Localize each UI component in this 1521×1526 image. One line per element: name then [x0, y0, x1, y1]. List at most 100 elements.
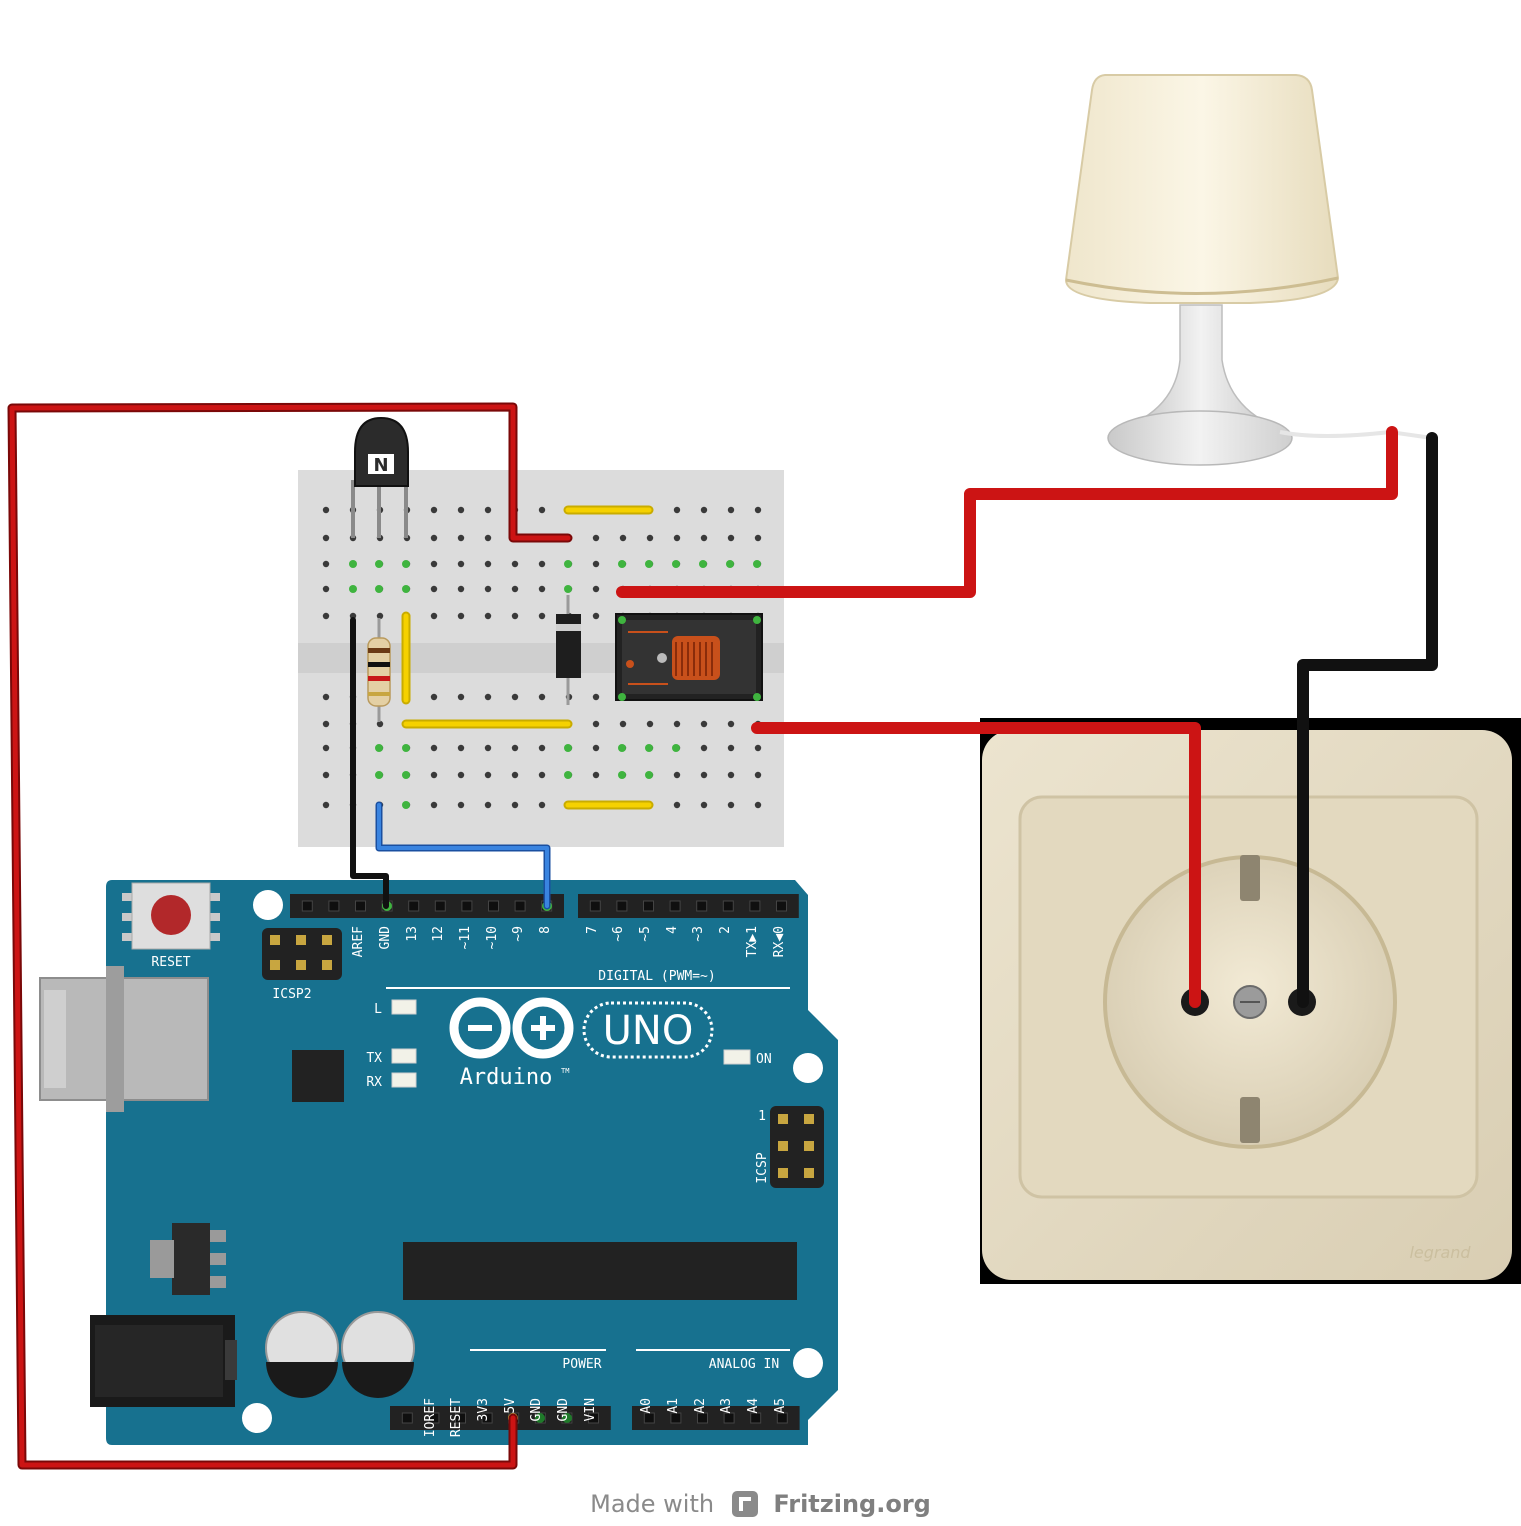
breadboard-hole [592, 585, 600, 593]
pin-label: RESET [449, 1398, 464, 1437]
breadboard-hole [538, 693, 546, 701]
connected-holes [349, 560, 761, 809]
breadboard-hole [457, 612, 465, 620]
wall-socket: legrand [980, 718, 1521, 1284]
atmega-chip [403, 1242, 797, 1300]
icsp-pin1-label: 1 [758, 1109, 766, 1124]
header-pin [401, 1412, 413, 1424]
breadboard-hole [457, 771, 465, 779]
breadboard-hole [538, 771, 546, 779]
led-rx [391, 1072, 417, 1088]
pin-label: ~5 [638, 926, 653, 942]
icsp-header [770, 1106, 824, 1188]
header-pin [355, 900, 366, 912]
pin-label: 2 [718, 926, 733, 934]
breadboard-hole [457, 801, 465, 809]
breadboard-hole [457, 585, 465, 593]
breadboard-hole [619, 720, 627, 728]
lamp-shade [1064, 74, 1340, 304]
header-pin [434, 900, 446, 912]
breadboard-hole [484, 612, 492, 620]
breadboard-hole [457, 744, 465, 752]
breadboard-hole [511, 612, 519, 620]
breadboard-hole [430, 801, 438, 809]
breadboard-hole [754, 506, 762, 514]
pin-label: A2 [693, 1398, 708, 1414]
led-on-label: ON [756, 1052, 772, 1067]
pin-label: A5 [773, 1398, 788, 1414]
breadboard-hole [322, 693, 330, 701]
icsp2-label: ICSP2 [272, 987, 311, 1002]
breadboard-hole [727, 744, 735, 752]
breadboard-hole [430, 693, 438, 701]
breadboard-hole [484, 801, 492, 809]
footer-prefix: Made with [590, 1490, 715, 1518]
pin-label: 12 [431, 926, 446, 942]
header-pin [616, 900, 628, 912]
wire-black-lamp-socket [1297, 432, 1438, 1008]
icsp-label: ICSP [755, 1152, 770, 1183]
header-pin [723, 1412, 735, 1424]
breadboard-hole [430, 534, 438, 542]
reset-button[interactable] [122, 882, 220, 950]
header-pin [670, 1412, 682, 1424]
pin-label: RX◀0 [772, 926, 787, 957]
breadboard-hole [700, 534, 708, 542]
breadboard-hole [700, 771, 708, 779]
header-pin [328, 900, 340, 912]
breadboard-hole [322, 744, 330, 752]
header-pin [722, 900, 734, 912]
pin-gnd-2 [562, 1413, 572, 1423]
breadboard-hole [484, 771, 492, 779]
breadboard-hole [457, 506, 465, 514]
digital-label: DIGITAL (PWM=~) [598, 969, 715, 984]
header-pin [428, 1412, 440, 1424]
pin-label: ~10 [485, 926, 500, 949]
header-pin [643, 900, 654, 912]
breadboard-hole [538, 744, 546, 752]
pin-gnd-1 [535, 1413, 545, 1423]
board-pcb [106, 880, 838, 1445]
led-l [391, 999, 417, 1015]
breadboard-hole [592, 560, 600, 568]
footer-brand: Fritzing.org [773, 1490, 931, 1518]
svg-text:N: N [373, 455, 388, 476]
header-pin [750, 1412, 762, 1424]
breadboard-hole [592, 612, 600, 620]
breadboard-hole [538, 801, 546, 809]
analog-header [632, 1406, 800, 1430]
pin-label: 5V [503, 1398, 518, 1414]
breadboard-hole [646, 720, 654, 728]
pin-label: A1 [666, 1398, 681, 1414]
pin-label: 3V3 [476, 1398, 491, 1421]
breadboard-hole [484, 534, 492, 542]
header-pin [749, 900, 761, 912]
header-pin [481, 1412, 493, 1424]
pin-label: GND [556, 1398, 571, 1422]
lamp-cord [1279, 429, 1433, 440]
breadboard-hole [538, 612, 546, 620]
header-body [632, 1406, 800, 1430]
yellow-jumpers [401, 505, 654, 810]
pin-label: ~3 [691, 926, 706, 942]
pin-label: 13 [405, 926, 420, 942]
breadboard-hole [376, 612, 384, 620]
led-on [723, 1049, 751, 1065]
breadboard-hole [484, 744, 492, 752]
breadboard-hole [322, 771, 330, 779]
breadboard-hole [322, 801, 330, 809]
led-tx [391, 1048, 417, 1064]
breadboard-hole [592, 534, 600, 542]
breadboard-hole [727, 771, 735, 779]
usb-interface-chip [292, 1050, 344, 1102]
header-pin [514, 900, 526, 912]
breadboard-hole [484, 560, 492, 568]
arduino-logo-icon [449, 997, 574, 1059]
pin-label: AREF [351, 926, 366, 957]
breadboard-hole [538, 506, 546, 514]
header-pin [455, 1412, 466, 1424]
pin-label: ~9 [511, 926, 526, 942]
